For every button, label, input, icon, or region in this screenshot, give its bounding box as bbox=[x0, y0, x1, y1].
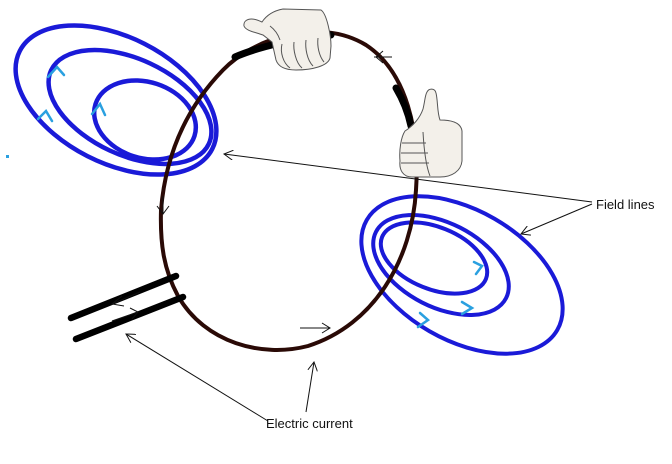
field-arrow-right-middle bbox=[460, 300, 475, 316]
field-arrow-right-inner bbox=[472, 260, 484, 276]
stray-dot bbox=[6, 155, 9, 158]
field-lines-right bbox=[359, 194, 565, 356]
field-line-left-outer bbox=[13, 23, 219, 177]
current-arrow-lead-upper bbox=[110, 291, 141, 307]
lead-wire-lower bbox=[72, 293, 187, 343]
current-loop bbox=[158, 29, 419, 352]
field-direction-arrows bbox=[36, 65, 484, 329]
field-line-right-inner bbox=[378, 220, 490, 296]
current-direction-arrows bbox=[110, 50, 392, 334]
current-arrow-loop-bottom bbox=[300, 322, 331, 334]
electric-current-label: Electric current bbox=[266, 416, 353, 431]
callout-current-to-leads bbox=[126, 334, 269, 422]
field-arrow-left-outer bbox=[36, 108, 54, 123]
field-line-right-outer bbox=[359, 194, 565, 356]
field-arrow-right-outer bbox=[416, 311, 431, 329]
callout-field-to-left-loops bbox=[224, 154, 593, 203]
callout-lines bbox=[126, 154, 593, 422]
field-line-right-middle bbox=[371, 213, 511, 317]
field-line-left-middle bbox=[46, 47, 214, 167]
callout-field-to-right-loops bbox=[521, 203, 593, 234]
callout-current-to-loop bbox=[305, 362, 314, 413]
left-thumb-hand-icon bbox=[243, 8, 332, 71]
field-arrow-left-middle bbox=[46, 65, 66, 79]
field-lines-label: Field lines bbox=[596, 197, 655, 212]
field-line-left-inner bbox=[91, 78, 199, 162]
current-arrow-loop-left bbox=[156, 196, 170, 215]
field-lines-left bbox=[13, 23, 219, 177]
current-arrow-loop-top-right bbox=[374, 50, 392, 64]
current-arrow-lead-lower bbox=[111, 307, 139, 322]
right-thumb-hand-icon bbox=[399, 88, 463, 178]
lead-wire-upper bbox=[67, 272, 180, 322]
thick-wire-right bbox=[392, 84, 415, 130]
field-arrow-left-inner bbox=[90, 101, 107, 117]
